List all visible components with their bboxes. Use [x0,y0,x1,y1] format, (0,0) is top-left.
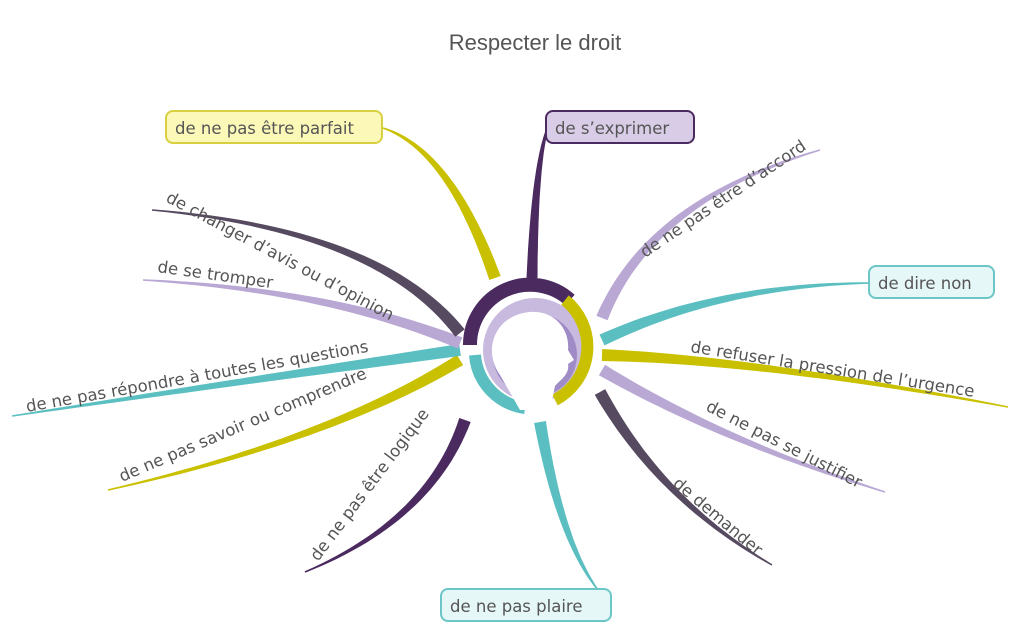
node-exprimer[interactable]: de s’exprimer [545,110,695,144]
branch-label-accord[interactable]: de ne pas être d’accord [637,136,810,261]
branch-exprimer [526,123,550,279]
child-profile-logo-icon [462,277,594,414]
branch-label-questions[interactable]: de ne pas répondre à toutes les question… [24,337,369,416]
branch-questions [11,344,461,417]
branch-parfait [382,127,501,280]
branch-accord [596,149,821,321]
node-parfait[interactable]: de ne pas être parfait [165,110,383,144]
branch-dire-non [599,282,870,346]
map-title: Respecter le droit [448,30,622,55]
branch-logique [304,418,471,573]
branch-label-urgence[interactable]: de refuser la pression de l’urgence [689,337,975,401]
branch-plaire [534,421,599,591]
branch-label-demander[interactable]: de demander [669,474,766,560]
node-plaire[interactable]: de ne pas plaire [440,588,612,622]
branches [11,123,1009,591]
node-dire-non[interactable]: de dire non [868,265,995,299]
branch-label-justifier[interactable]: de ne pas se justifier [703,397,865,492]
branch-demander [594,389,773,566]
branch-urgence [601,349,1009,408]
